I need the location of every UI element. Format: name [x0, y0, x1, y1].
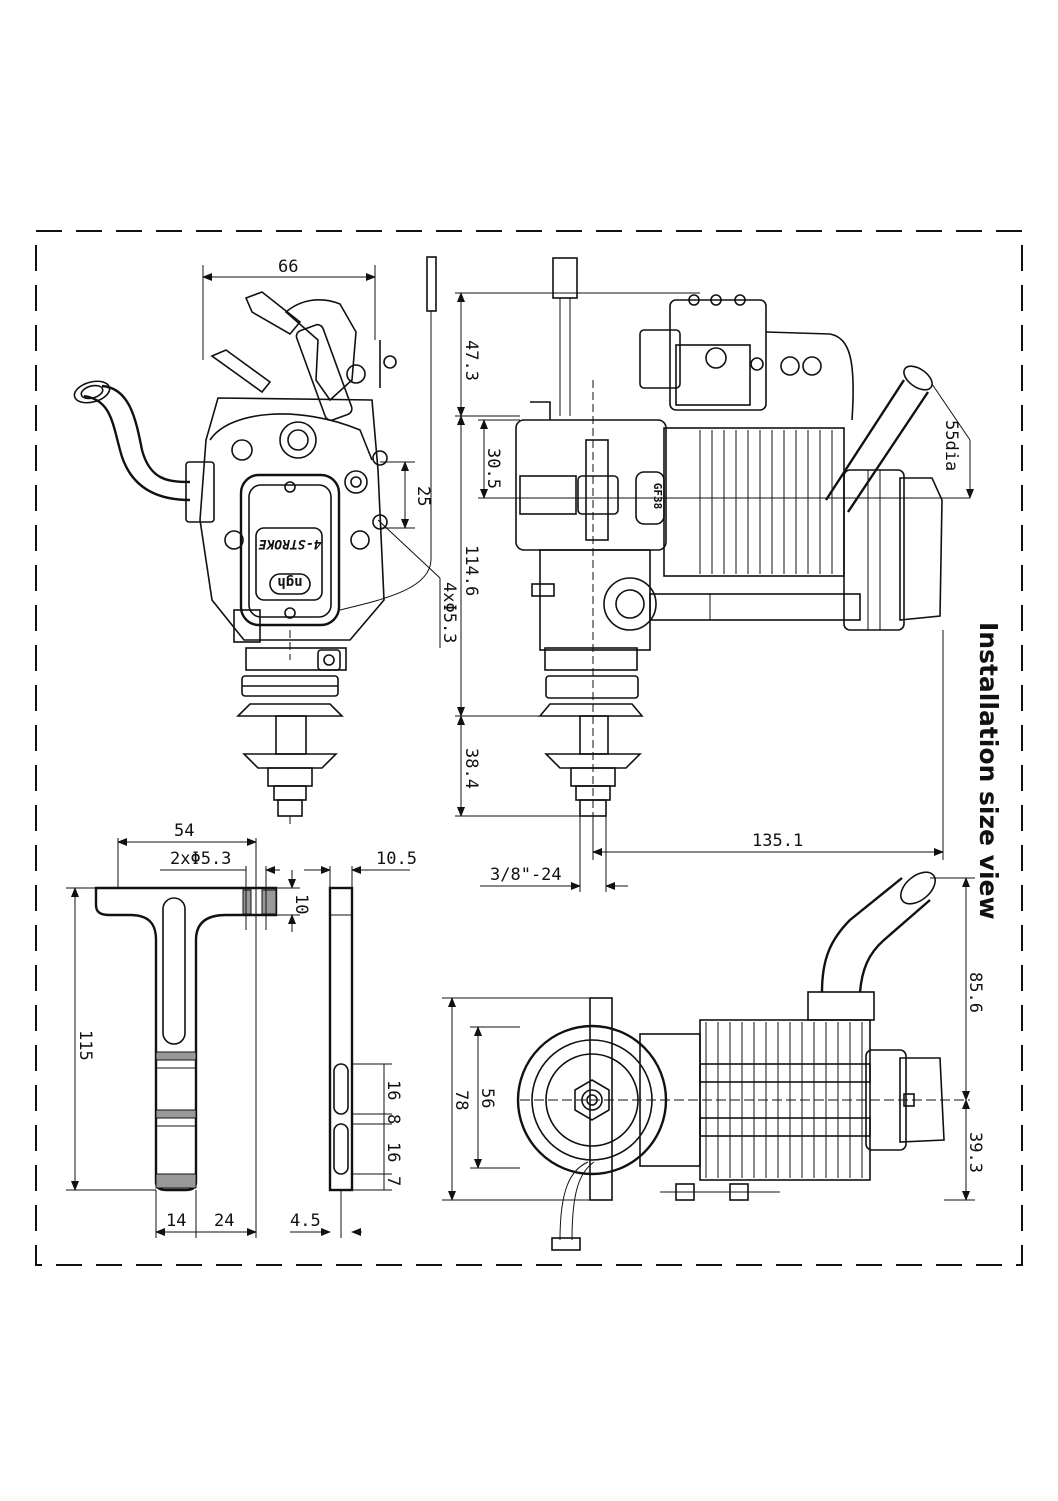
bottom-view: 78 56	[442, 871, 985, 1251]
dim-front-width: 66	[278, 257, 298, 277]
brand-logo-text: ngh	[277, 574, 302, 590]
side-view: 47.3 114.6 38.4 30.5 GF38	[455, 257, 974, 892]
dim-bracket-flange: 10	[291, 894, 311, 914]
dim-bracket-thick: 10.5	[376, 849, 417, 869]
dim-bracket-width: 54	[174, 821, 194, 841]
dim-bracket-side-offset: 4.5	[290, 1211, 321, 1231]
dim-side-length: 135.1	[752, 831, 803, 851]
drawing-frame	[35, 230, 1023, 1266]
dim-exhaust-dia: 55dia	[941, 420, 961, 471]
dim-bracket-height: 115	[75, 1030, 95, 1061]
dim-bracket-base-a: 14	[166, 1211, 186, 1231]
dim-body-height: 114.6	[461, 545, 481, 596]
dim-slot-a: 16	[383, 1080, 403, 1100]
dim-slot-b: 16	[383, 1142, 403, 1162]
dim-prop-length: 38.4	[461, 748, 481, 789]
dim-bottom-outer: 78	[451, 1090, 471, 1110]
dim-bracket-base-b: 24	[214, 1211, 234, 1231]
dim-slot-end: 7	[383, 1176, 403, 1186]
dim-ear-spacing: 25	[413, 486, 433, 506]
cylinder-mark: GF38	[651, 483, 664, 510]
bracket-view: 54 2xΦ5.3 10 115 14 24 10.5	[66, 821, 417, 1238]
dim-slot-gap: 8	[383, 1114, 403, 1124]
dim-bracket-holes: 2xΦ5.3	[170, 849, 231, 869]
dim-lower-offset: 39.3	[965, 1132, 985, 1173]
drawing-title: Installation size view	[974, 622, 1003, 920]
dim-top-height: 47.3	[461, 340, 481, 381]
brand-label: 4-STROKE	[259, 536, 322, 551]
dim-exhaust-rise: 85.6	[965, 972, 985, 1013]
front-view: 66 4-STROKE	[73, 256, 459, 824]
dim-bottom-inner: 56	[477, 1088, 497, 1108]
dim-upper-offset: 30.5	[483, 448, 503, 489]
dim-mount-holes: 4xΦ5.3	[439, 582, 459, 643]
dim-thread: 3/8"-24	[490, 865, 562, 885]
